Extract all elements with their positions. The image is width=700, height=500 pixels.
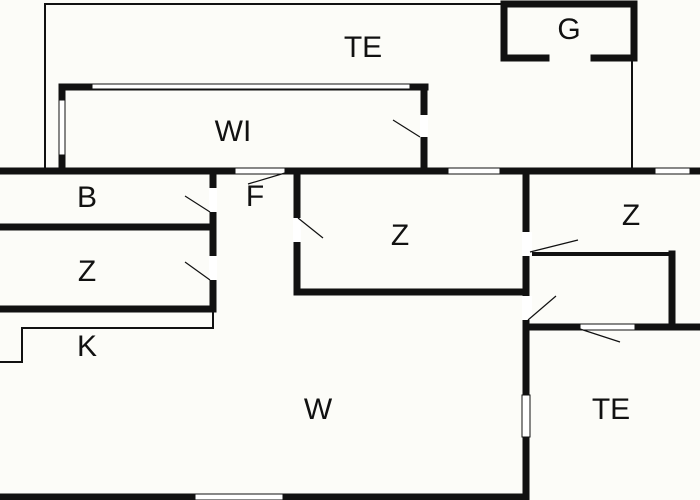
window-top-center — [447, 167, 501, 175]
label-kitchen: K — [77, 330, 97, 363]
window-top-right — [654, 167, 691, 175]
terrace-top-outline — [44, 3, 633, 169]
wi-door-swing — [392, 119, 421, 138]
wi-window-top — [91, 83, 411, 90]
kitchen-outline — [0, 308, 214, 363]
terrace-right-door — [579, 323, 636, 331]
room-center-door-gap — [293, 218, 301, 242]
label-wi: WI — [215, 115, 252, 148]
label-terrace-top: TE — [344, 31, 382, 64]
living-window-right — [521, 394, 531, 438]
corridor-door-swing — [527, 295, 557, 321]
terrace-right-door-swing — [579, 328, 621, 343]
label-garage: G — [557, 13, 580, 46]
hall-door-opening — [234, 167, 286, 175]
bath-door-gap — [209, 188, 217, 212]
label-room-center: Z — [391, 219, 409, 252]
label-living: W — [304, 393, 333, 426]
room-right-door-swing — [529, 239, 579, 253]
hall-door-swing — [247, 172, 286, 185]
label-bath: B — [77, 181, 97, 214]
room-right-door-gap — [522, 232, 532, 256]
label-terrace-right: TE — [592, 393, 630, 426]
garage-walls — [500, 0, 638, 62]
room-center-door-swing — [297, 217, 324, 239]
room-left-door-swing — [184, 261, 211, 281]
bath-door-swing — [184, 195, 211, 213]
label-room-left: Z — [78, 255, 96, 288]
living-window-bottom — [194, 493, 284, 500]
label-room-right: Z — [622, 199, 640, 232]
label-hall: F — [246, 180, 264, 213]
wi-window-left — [58, 99, 66, 156]
room-left-door-gap — [209, 256, 217, 280]
wi-door-gap — [420, 115, 428, 137]
corridor-door-gap — [522, 296, 532, 320]
